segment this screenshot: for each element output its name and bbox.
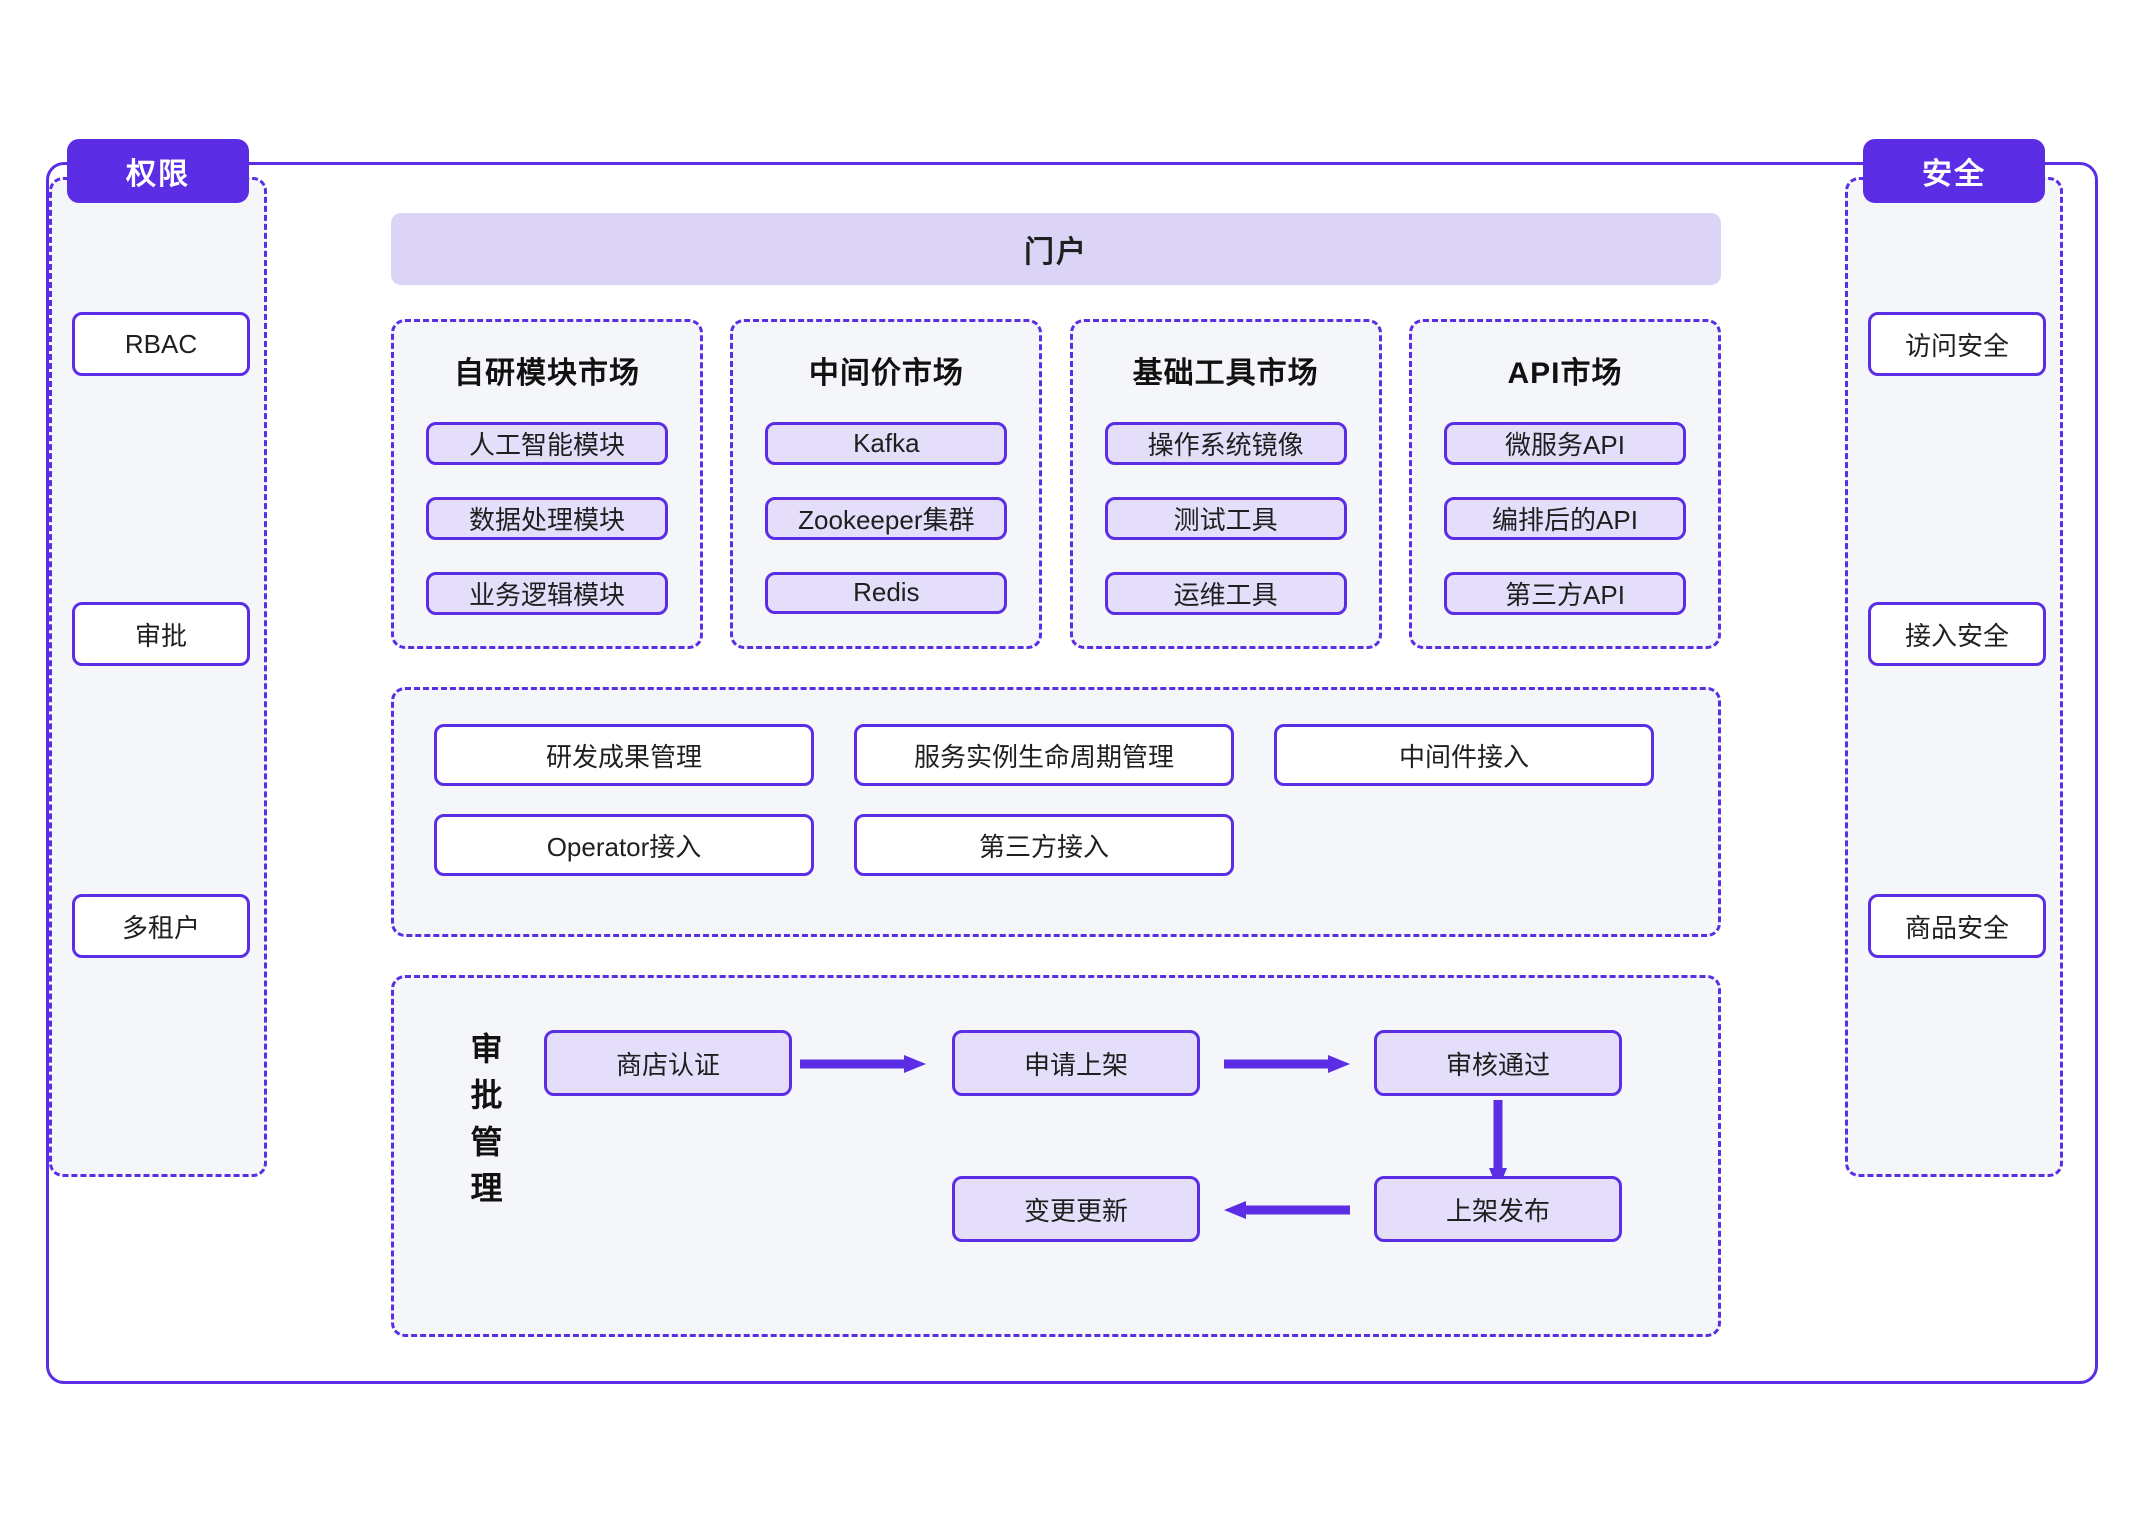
market-item[interactable]: 微服务API	[1443, 422, 1686, 465]
market-item[interactable]: 操作系统镜像	[1104, 422, 1347, 465]
security-item-connection-security[interactable]: 接入安全	[1868, 602, 2046, 666]
market-item[interactable]: 第三方API	[1443, 572, 1686, 615]
market-basic-tools: 基础工具市场 操作系统镜像 测试工具 运维工具	[1069, 319, 1382, 649]
architecture-diagram-frame: 权限 RBAC 审批 多租户 门户 自研模块市场 人工智能模块 数据处理模块 业…	[46, 139, 2098, 1384]
market-title: 自研模块市场	[454, 357, 640, 390]
flow-node-publish-listing[interactable]: 上架发布	[1374, 1176, 1622, 1242]
security-item-access-security[interactable]: 访问安全	[1868, 312, 2046, 376]
market-item[interactable]: 人工智能模块	[426, 422, 668, 465]
management-row-2: Operator接入 第三方接入	[434, 814, 1678, 876]
market-title: 中间价市场	[808, 357, 964, 390]
market-self-developed-modules: 自研模块市场 人工智能模块 数据处理模块 业务逻辑模块	[391, 319, 703, 649]
security-item-product-security-label: 商品安全	[1904, 912, 2009, 943]
market-row: 自研模块市场 人工智能模块 数据处理模块 业务逻辑模块 中间价市场 Kafka …	[391, 319, 1721, 649]
market-middleware: 中间价市场 Kafka Zookeeper集群 Redis	[730, 319, 1043, 649]
permissions-item-approval[interactable]: 审批	[72, 602, 250, 666]
management-section: 研发成果管理 服务实例生命周期管理 中间件接入 Operator接入 第三方接入	[391, 687, 1721, 937]
permissions-item-approval-label: 审批	[134, 620, 187, 651]
security-column: 访问安全 接入安全 商品安全	[1845, 177, 2063, 1177]
flow-node-label: 审核通过	[1445, 1049, 1550, 1080]
approval-section-label: 审批管理	[470, 1031, 504, 1207]
security-item-product-security[interactable]: 商品安全	[1868, 894, 2046, 958]
market-item[interactable]: Zookeeper集群	[765, 496, 1008, 540]
approval-section: 审批管理 商店认证 申请上架 审核通过 上架发布	[391, 975, 1721, 1337]
management-item-thirdparty-access[interactable]: 第三方接入	[854, 814, 1234, 876]
arrow-right-icon	[800, 1055, 926, 1073]
market-title: 基础工具市场	[1132, 357, 1319, 390]
market-item[interactable]: 业务逻辑模块	[426, 572, 668, 615]
flow-node-apply-listing[interactable]: 申请上架	[952, 1030, 1200, 1096]
market-item[interactable]: 运维工具	[1104, 572, 1347, 615]
management-item-operator-access[interactable]: Operator接入	[434, 814, 814, 876]
permissions-item-rbac-label: RBAC	[124, 328, 198, 359]
flow-node-review-passed[interactable]: 审核通过	[1374, 1030, 1622, 1096]
market-api: API市场 微服务API 编排后的API 第三方API	[1408, 319, 1721, 649]
market-title: API市场	[1507, 357, 1623, 390]
market-item[interactable]: 编排后的API	[1443, 497, 1686, 540]
permissions-column: RBAC 审批 多租户	[49, 177, 267, 1177]
market-item[interactable]: Redis	[765, 571, 1008, 614]
management-item-middleware-access[interactable]: 中间件接入	[1274, 724, 1654, 786]
market-item[interactable]: Kafka	[765, 422, 1008, 465]
left-column-header-label: 权限	[126, 158, 190, 191]
market-item[interactable]: 数据处理模块	[426, 497, 668, 540]
security-item-connection-security-label: 接入安全	[1904, 620, 2009, 651]
security-item-access-security-label: 访问安全	[1904, 330, 2009, 361]
flow-node-store-certification[interactable]: 商店认证	[544, 1030, 792, 1096]
portal-banner: 门户	[391, 213, 1721, 285]
flow-node-change-update[interactable]: 变更更新	[952, 1176, 1200, 1242]
flow-node-label: 变更更新	[1023, 1195, 1128, 1226]
management-row-1: 研发成果管理 服务实例生命周期管理 中间件接入	[434, 724, 1678, 786]
permissions-item-rbac[interactable]: RBAC	[72, 312, 250, 376]
right-column-header: 安全	[1863, 139, 2045, 203]
management-item-rd-output[interactable]: 研发成果管理	[434, 724, 814, 786]
flow-node-label: 上架发布	[1445, 1195, 1550, 1226]
market-item[interactable]: 测试工具	[1104, 497, 1347, 540]
flow-node-label: 申请上架	[1023, 1049, 1128, 1080]
left-column-header: 权限	[67, 139, 249, 203]
permissions-item-multitenant-label: 多租户	[121, 912, 200, 943]
flow-node-label: 商店认证	[615, 1049, 720, 1080]
arrow-right-icon	[1224, 1055, 1350, 1073]
permissions-item-multitenant[interactable]: 多租户	[72, 894, 250, 958]
arrow-left-icon	[1224, 1201, 1350, 1219]
portal-banner-label: 门户	[1024, 236, 1088, 269]
management-item-service-lifecycle[interactable]: 服务实例生命周期管理	[854, 724, 1234, 786]
right-column-header-label: 安全	[1922, 158, 1986, 191]
